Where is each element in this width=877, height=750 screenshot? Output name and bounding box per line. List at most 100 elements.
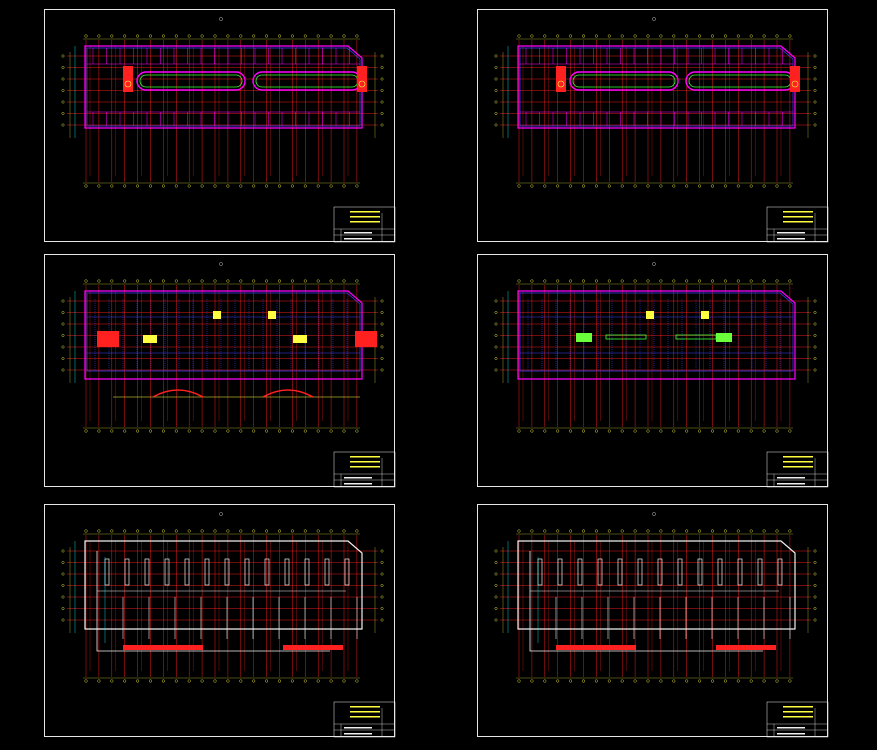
grid-bubble-icon <box>530 429 534 433</box>
drawing-sheet-4[interactable] <box>477 254 829 488</box>
drawing-sheet-3[interactable] <box>44 254 396 488</box>
floor-plan-4 <box>494 262 829 488</box>
grid-bubble-icon <box>813 299 817 303</box>
grid-bubble-icon <box>252 679 256 683</box>
grid-bubble-icon <box>61 66 65 69</box>
grid-bubble-icon <box>543 679 547 683</box>
grid-bubble-icon <box>646 184 650 188</box>
grid-bubble-icon <box>213 279 217 283</box>
stair-core <box>646 311 654 319</box>
grid-bubble-icon <box>316 184 320 188</box>
grid-bubble-icon <box>161 184 165 188</box>
grid-bubble-icon <box>97 529 101 533</box>
grid-bubble-icon <box>607 184 611 188</box>
grid-bubble-icon <box>594 529 598 533</box>
drawing-sheet-5[interactable] <box>44 504 396 738</box>
grid-bubble-icon <box>380 100 384 104</box>
grid-bubble-icon <box>581 34 585 38</box>
grid-bubble-icon <box>303 279 307 283</box>
grid-bubble-icon <box>136 34 140 38</box>
grid-bubble-icon <box>316 529 320 533</box>
grid-bubble-icon <box>517 529 521 533</box>
grid-bubble-icon <box>788 529 792 533</box>
lift-icon <box>124 80 132 88</box>
parking-bay <box>324 558 330 586</box>
parking-bay <box>657 558 663 586</box>
grid-bubble-icon <box>685 529 689 533</box>
grid-bubble-icon <box>187 679 191 683</box>
grid-bubble-icon <box>530 279 534 283</box>
service-zone <box>556 645 636 650</box>
grid-bubble-icon <box>788 279 792 283</box>
grid-bubble-icon <box>277 429 281 433</box>
grid-bubble-icon <box>813 100 817 104</box>
grid-bubble-icon <box>265 679 269 683</box>
grid-bubble-icon <box>316 679 320 683</box>
grid-bubble-icon <box>110 529 114 533</box>
grid-bubble-icon <box>659 184 663 188</box>
grid-bubble-icon <box>342 429 346 433</box>
grid-bubble-icon <box>97 279 101 283</box>
grid-bubble-icon <box>213 184 217 188</box>
grid-bubble-icon <box>61 322 65 326</box>
grid-bubble-icon <box>380 561 384 564</box>
grid-bubble-icon <box>543 279 547 283</box>
grid-bubble-icon <box>556 529 560 533</box>
grid-bubble-icon <box>494 89 498 92</box>
grid-bubble-icon <box>530 679 534 683</box>
grid-bubble-icon <box>239 279 243 283</box>
grid-bubble-icon <box>494 561 498 564</box>
grid-bubble-icon <box>97 679 101 683</box>
grid-bubble-icon <box>581 529 585 533</box>
stair-core <box>556 66 566 92</box>
lift-icon <box>557 80 565 88</box>
grid-bubble-icon <box>659 679 663 683</box>
grid-bubble-icon <box>123 34 127 38</box>
grid-bubble-icon <box>788 184 792 188</box>
grid-bubble-icon <box>265 184 269 188</box>
grid-bubble-icon <box>775 279 779 283</box>
grid-bubble-icon <box>646 529 650 533</box>
service-zone <box>283 645 343 650</box>
drawing-sheet-6[interactable] <box>477 504 829 738</box>
grid-bubble-icon <box>672 279 676 283</box>
grid-bubble-icon <box>277 184 281 188</box>
grid-bubble-icon <box>342 279 346 283</box>
grid-bubble-icon <box>61 54 65 58</box>
drawing-sheet-1[interactable] <box>44 9 396 243</box>
grid-bubble-icon <box>685 429 689 433</box>
grid-bubble-icon <box>174 679 178 683</box>
grid-bubble-icon <box>749 429 753 433</box>
grid-bubble-icon <box>380 357 384 360</box>
grid-bubble-icon <box>380 607 384 610</box>
grid-bubble-icon <box>762 429 766 433</box>
grid-bubble-icon <box>136 184 140 188</box>
grid-bubble-icon <box>265 429 269 433</box>
drawing-sheet-2[interactable] <box>477 9 829 243</box>
grid-bubble-icon <box>494 77 498 81</box>
grid-bubble-icon <box>97 34 101 38</box>
grid-bubble-icon <box>226 679 230 683</box>
grid-bubble-icon <box>813 334 817 337</box>
grid-bubble-icon <box>148 34 152 38</box>
grid-bubble-icon <box>200 34 204 38</box>
grid-bubble-icon <box>698 184 702 188</box>
parking-bay <box>697 558 703 586</box>
grid-bubble-icon <box>355 679 359 683</box>
grid-bubble-icon <box>813 123 817 127</box>
grid-bubble-icon <box>342 679 346 683</box>
grid-bubble-icon <box>187 184 191 188</box>
shop-unit <box>143 335 157 343</box>
building-outline <box>84 540 363 630</box>
grid-bubble-icon <box>494 357 498 360</box>
grid-bubble-icon <box>813 549 817 553</box>
grid-bubble-icon <box>813 357 817 360</box>
grid-bubble-icon <box>342 184 346 188</box>
grid-bubble-icon <box>494 345 498 349</box>
grid-bubble-icon <box>148 279 152 283</box>
grid-bubble-icon <box>685 34 689 38</box>
grid-bubble-icon <box>239 429 243 433</box>
grid-bubble-icon <box>84 679 88 683</box>
grid-bubble-icon <box>61 77 65 81</box>
grid-bubble-icon <box>226 184 230 188</box>
